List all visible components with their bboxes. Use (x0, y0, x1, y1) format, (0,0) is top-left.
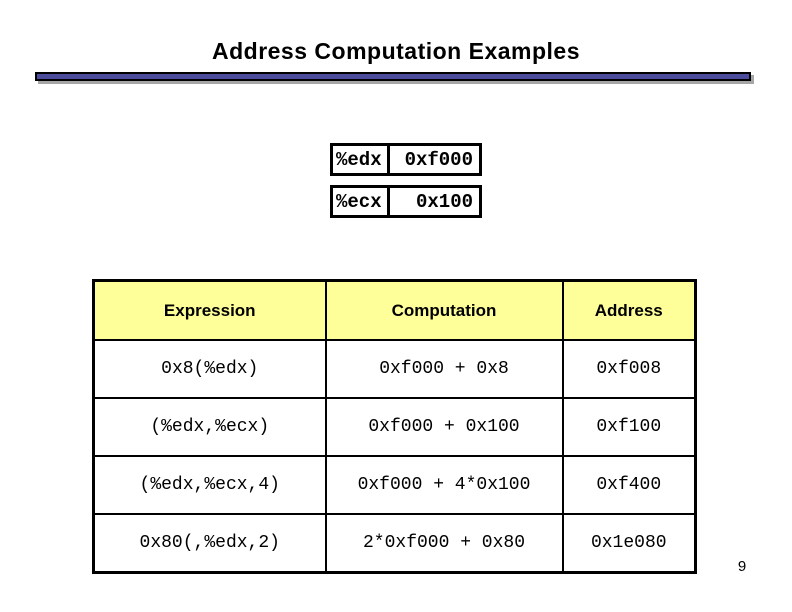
address-cell: 0xf100 (561, 397, 697, 457)
computation-cell: 2*0xf000 + 0x80 (324, 513, 564, 574)
register-value: 0x100 (415, 190, 473, 213)
expression-cell: (%edx,%ecx,4) (92, 455, 327, 515)
column-header-expression: Expression (92, 279, 327, 341)
register-name: %edx (333, 146, 390, 173)
title-rule (35, 72, 751, 81)
address-computation-table: Expression Computation Address 0x8(%edx)… (92, 279, 697, 574)
table-row: (%edx,%ecx) 0xf000 + 0x100 0xf100 (92, 397, 697, 457)
column-header-computation: Computation (324, 279, 564, 341)
address-cell: 0x1e080 (561, 513, 697, 574)
computation-cell: 0xf000 + 0x8 (324, 339, 564, 399)
expression-cell: 0x80(,%edx,2) (92, 513, 327, 574)
expression-cell: (%edx,%ecx) (92, 397, 327, 457)
header-row: Expression Computation Address (92, 279, 697, 341)
expression-cell: 0x8(%edx) (92, 339, 327, 399)
register-box-ecx: %ecx 0x100 (330, 185, 482, 218)
page-number: 9 (737, 558, 747, 575)
register-value: 0xf000 (404, 148, 473, 171)
column-header-address: Address (561, 279, 697, 341)
slide-title: Address Computation Examples (211, 38, 581, 64)
computation-cell: 0xf000 + 0x100 (324, 397, 564, 457)
address-cell: 0xf008 (561, 339, 697, 399)
table-row: (%edx,%ecx,4) 0xf000 + 4*0x100 0xf400 (92, 455, 697, 515)
address-cell: 0xf400 (561, 455, 697, 515)
register-name: %ecx (333, 188, 390, 215)
table-row: 0x80(,%edx,2) 2*0xf000 + 0x80 0x1e080 (92, 513, 697, 574)
computation-cell: 0xf000 + 4*0x100 (324, 455, 564, 515)
register-box-edx: %edx 0xf000 (330, 143, 482, 176)
table-row: 0x8(%edx) 0xf000 + 0x8 0xf008 (92, 339, 697, 399)
